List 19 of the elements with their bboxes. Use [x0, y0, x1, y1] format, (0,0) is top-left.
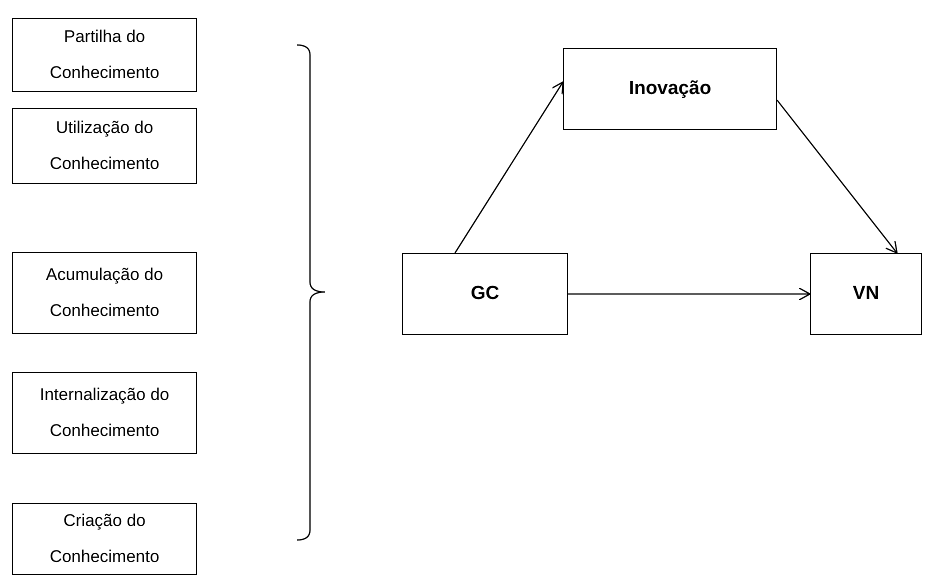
process-box	[402, 253, 568, 335]
node-label: Utilização do Conhecimento	[48, 117, 160, 175]
process-box	[12, 503, 197, 575]
process-box	[12, 18, 197, 92]
node-label: Internalização do Conhecimento	[38, 384, 170, 442]
process-box	[12, 108, 197, 184]
node-label: Criação do Conhecimento	[48, 510, 160, 568]
arrow	[454, 81, 564, 254]
process-box	[12, 252, 197, 334]
process-box	[563, 48, 777, 130]
arrow	[568, 287, 811, 301]
node-label: GC	[470, 282, 500, 306]
node-label: Acumulação do Conhecimento	[44, 264, 164, 322]
arrow	[776, 100, 898, 254]
process-box	[810, 253, 922, 335]
node-label: Inovação	[628, 77, 712, 101]
node-label: VN	[852, 282, 880, 306]
node-label: Partilha do Conhecimento	[48, 26, 160, 84]
process-box	[12, 372, 197, 454]
